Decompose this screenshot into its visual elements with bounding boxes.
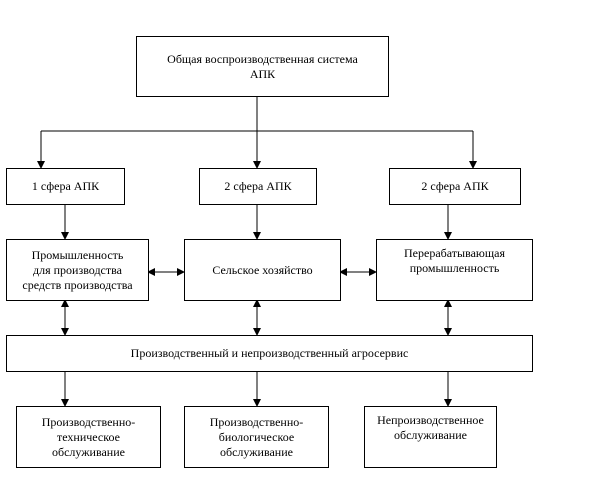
sphere-2-box: 2 сфера АПК xyxy=(199,168,317,205)
top-system-box: Общая воспроизводственная система АПК xyxy=(136,36,389,97)
branch-industry-box: Промышленность для производства средств … xyxy=(6,239,149,301)
branch-industry-label: Промышленность для производства средств … xyxy=(22,247,133,292)
branch-processing-label: Перерабатывающая промышленность xyxy=(404,246,505,275)
branch-processing-box: Перерабатывающая промышленность xyxy=(376,239,533,301)
agroservice-label: Производственный и непроизводственный аг… xyxy=(130,346,409,360)
branch-agriculture-label: Сельское хозяйство xyxy=(212,262,313,277)
agroservice-bar: Производственный и непроизводственный аг… xyxy=(6,335,533,372)
branch-agriculture-box: Сельское хозяйство xyxy=(184,239,341,301)
sphere-1-label: 1 сфера АПК xyxy=(31,179,100,193)
service-nonproduction-label: Непроизводственное обслуживание xyxy=(377,413,484,442)
sphere-3-box: 2 сфера АПК xyxy=(389,168,521,205)
service-technical-label: Производственно- техническое обслуживани… xyxy=(41,414,136,459)
service-biological-label: Производственно- биологическое обслужива… xyxy=(209,414,304,459)
sphere-2-label: 2 сфера АПК xyxy=(224,179,292,193)
service-biological-box: Производственно- биологическое обслужива… xyxy=(184,406,329,468)
sphere-1-box: 1 сфера АПК xyxy=(6,168,125,205)
service-nonproduction-box: Непроизводственное обслуживание xyxy=(364,406,497,468)
service-technical-box: Производственно- техническое обслуживани… xyxy=(16,406,161,468)
sphere-3-label: 2 сфера АПК xyxy=(421,179,489,193)
top-system-label: Общая воспроизводственная система АПК xyxy=(167,51,358,81)
